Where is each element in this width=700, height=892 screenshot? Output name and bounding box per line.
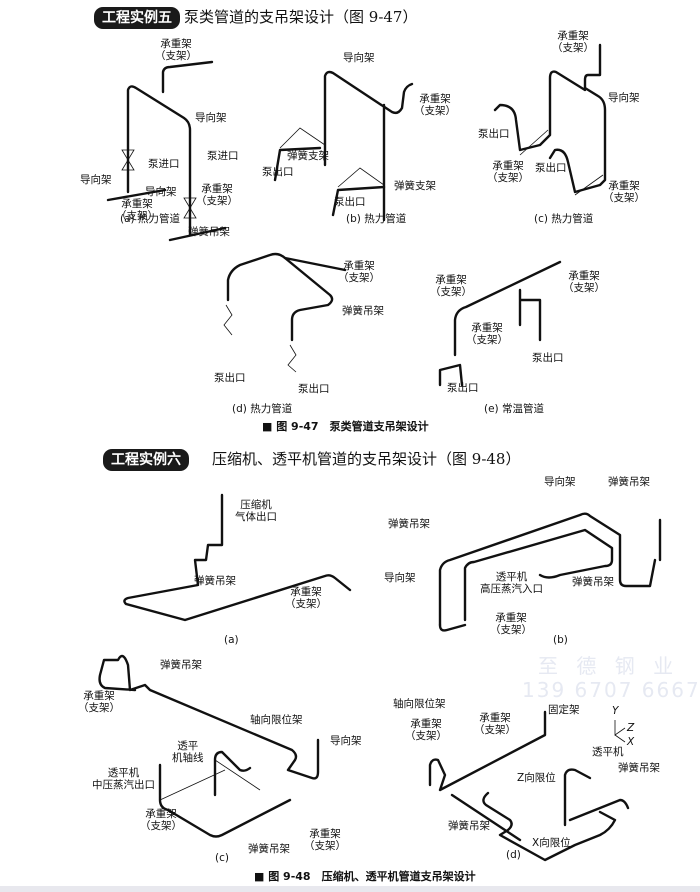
label: 导向架 <box>330 735 362 747</box>
label: 弹簧吊架 <box>618 762 660 774</box>
label: 弹簧支架 <box>394 180 436 192</box>
label: 透平机 中压蒸汽出口 <box>92 767 155 791</box>
page-bottom-edge <box>0 886 700 892</box>
label: 承重架 （支架） <box>487 160 529 184</box>
caption-47e: (e) 常温管道 <box>484 403 544 415</box>
caption-48a: (a) <box>224 634 239 646</box>
caption-48c: (c) <box>215 852 229 864</box>
caption-48d: (d) <box>506 849 521 861</box>
label: 透平机 <box>592 746 624 758</box>
watermark-phone: 139 6707 6667 <box>522 678 700 702</box>
section-title-example-5: 泵类管道的支吊架设计（图 9-47） <box>184 8 418 26</box>
caption-47a: (a) 热力管道 <box>120 213 180 225</box>
label: 弹簧吊架 <box>188 226 230 238</box>
label: 导向架 <box>145 186 177 198</box>
diagram-47c <box>493 43 607 196</box>
label: 泵进口 <box>207 150 239 162</box>
label: 导向架 <box>544 476 576 488</box>
label: 承重架 （支架） <box>603 180 645 204</box>
section-badge-example-6: 工程实例六 <box>103 449 189 471</box>
label: 泵出口 <box>532 352 564 364</box>
label: 承重架 （支架） <box>490 612 532 636</box>
diagram-48c <box>98 654 320 838</box>
label: 承重架 （支架） <box>563 270 605 294</box>
label: 承重架 （支架） <box>474 712 516 736</box>
label: 承重架 （支架） <box>285 586 327 610</box>
axis-x-label: X <box>627 736 635 748</box>
figure-caption-9-47: ■ 图 9-47 泵类管道支吊架设计 <box>262 420 429 433</box>
label: 泵出口 <box>298 383 330 395</box>
label: 轴向限位架 <box>250 714 303 726</box>
axis-z-label: Z <box>627 722 635 734</box>
label: 弹簧吊架 <box>608 476 650 488</box>
diagram-48b <box>438 512 662 632</box>
diagram-47e <box>438 260 562 387</box>
label: 透平 机轴线 <box>172 740 204 764</box>
label: 泵出口 <box>447 382 479 394</box>
label: 导向架 <box>343 52 375 64</box>
label: 导向架 <box>608 92 640 104</box>
label: 承重架 （支架） <box>466 322 508 346</box>
label: 弹簧吊架 <box>572 576 614 588</box>
label: 承重架 （支架） <box>405 718 447 742</box>
label: 弹簧吊架 <box>448 820 490 832</box>
label: 承重架 （支架） <box>78 690 120 714</box>
label: 承重架 （支架） <box>155 38 197 62</box>
label: 承重架 （支架） <box>430 274 472 298</box>
section-title-example-6: 压缩机、透平机管道的支吊架设计（图 9-48） <box>212 450 521 468</box>
label: 承重架 （支架） <box>552 30 594 54</box>
label: 泵出口 <box>262 166 294 178</box>
diagram-47d <box>223 252 347 373</box>
label: Z向限位 <box>517 772 556 784</box>
label: X向限位 <box>532 837 571 849</box>
label: 弹簧吊架 <box>248 843 290 855</box>
label: 弹簧支架 <box>287 150 329 162</box>
caption-48b: (b) <box>553 634 568 646</box>
label: 弹簧吊架 <box>342 305 384 317</box>
label: 轴向限位架 <box>393 698 446 710</box>
label: 弹簧吊架 <box>160 659 202 671</box>
label: 弹簧吊架 <box>194 575 236 587</box>
axis-y-label: Y <box>612 705 619 717</box>
label: 导向架 <box>80 174 112 186</box>
label: 泵出口 <box>535 162 567 174</box>
label: 承重架 （支架） <box>414 93 456 117</box>
label: 固定架 <box>548 704 580 716</box>
label: 压缩机 气体出口 <box>235 499 277 523</box>
label: 透平机 高压蒸汽入口 <box>480 571 543 595</box>
label: 泵出口 <box>214 372 246 384</box>
caption-47b: (b) 热力管道 <box>346 213 407 225</box>
label: 承重架 （支架） <box>196 183 238 207</box>
diagram-47b <box>273 70 414 222</box>
section-badge-example-5: 工程实例五 <box>94 7 180 29</box>
label: 承重架 （支架） <box>116 198 158 222</box>
label: 导向架 <box>195 112 227 124</box>
caption-47c: (c) 热力管道 <box>534 213 594 225</box>
label: 泵出口 <box>478 128 510 140</box>
label: 承重架 （支架） <box>338 260 380 284</box>
figure-caption-9-48: ■ 图 9-48 压缩机、透平机管道支吊架设计 <box>254 870 476 883</box>
label: 泵进口 <box>148 158 180 170</box>
diagram-47a <box>106 60 227 242</box>
label: 承重架 （支架） <box>304 828 346 852</box>
label: 承重架 （支架） <box>140 808 182 832</box>
label: 泵出口 <box>334 196 366 208</box>
label: 弹簧吊架 <box>388 518 430 530</box>
diagram-48d <box>428 710 630 862</box>
label: 导向架 <box>384 572 416 584</box>
caption-47d: (d) 热力管道 <box>232 403 293 415</box>
watermark-company: 至 德 钢 业 <box>538 654 680 678</box>
diagram-48a <box>123 493 352 622</box>
